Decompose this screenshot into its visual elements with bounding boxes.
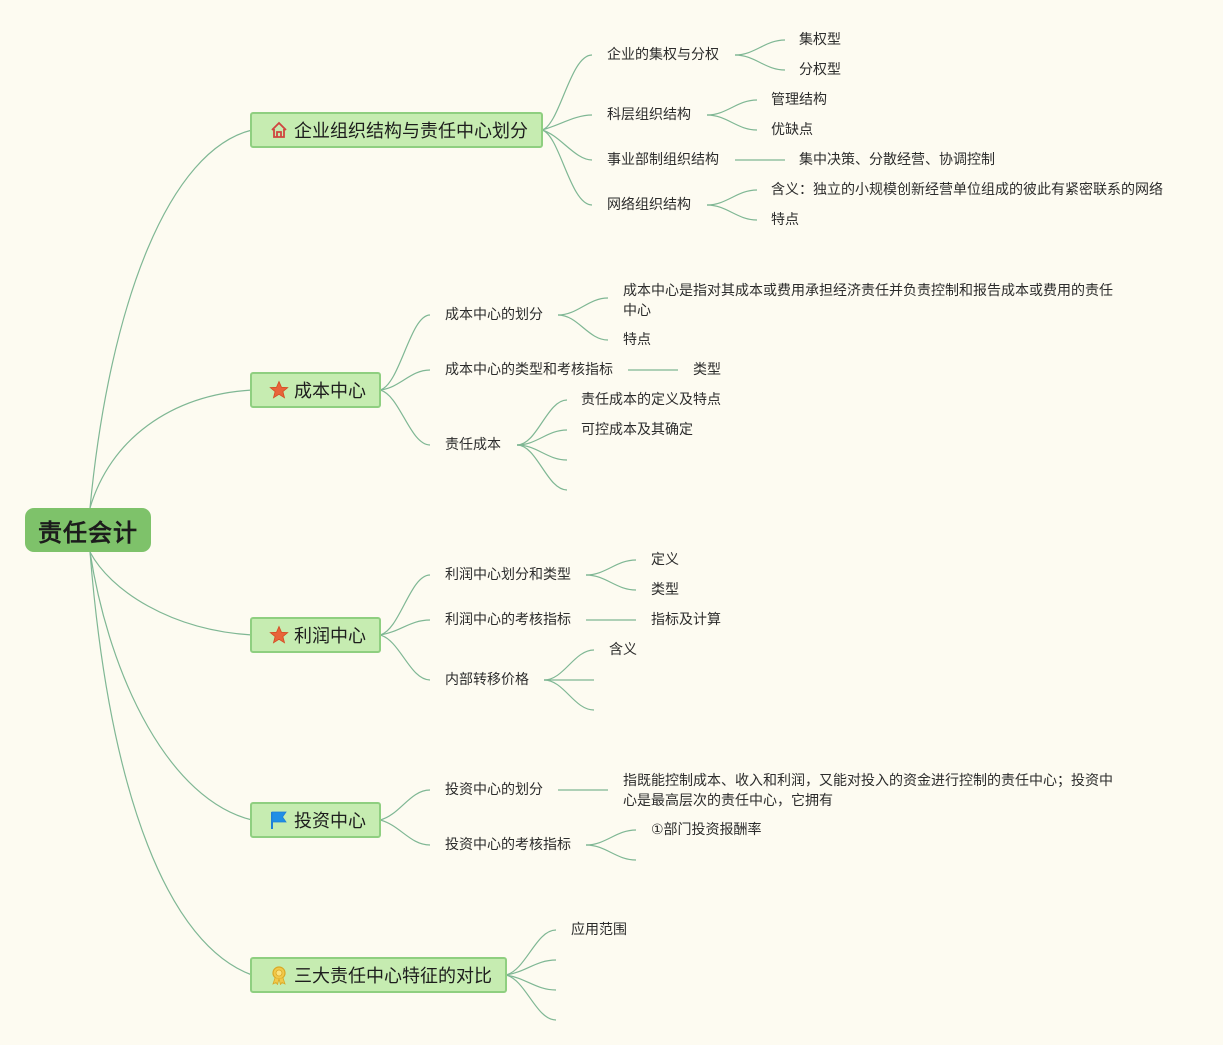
connector-root-branch-1 <box>89 129 253 509</box>
node-profit-definition[interactable]: 定义 <box>651 552 679 568</box>
node-cost-center-feature[interactable]: 特点 <box>623 332 651 348</box>
node-pros-cons[interactable]: 优缺点 <box>771 122 813 138</box>
node-application-scope[interactable]: 应用范围 <box>571 922 627 938</box>
node-management-structure[interactable]: 管理结构 <box>771 92 827 108</box>
branch-label: 企业组织结构与责任中心划分 <box>294 121 528 142</box>
branch-node-investment-center[interactable]: 投资中心 <box>250 802 381 838</box>
branch-label: 投资中心 <box>294 811 366 832</box>
branch-label: 三大责任中心特征的对比 <box>294 966 492 987</box>
connector-root-branch-4 <box>89 551 253 821</box>
node-network-feature[interactable]: 特点 <box>771 212 799 228</box>
branch-label: 利润中心 <box>294 626 366 647</box>
node-cost-center-type-index[interactable]: 成本中心的类型和考核指标 <box>445 362 613 378</box>
branch-node-org-structure[interactable]: 企业组织结构与责任中心划分 <box>250 112 543 148</box>
node-profit-center-index[interactable]: 利润中心的考核指标 <box>445 612 571 628</box>
node-decentralized-type[interactable]: 分权型 <box>799 62 841 78</box>
node-profit-center-division[interactable]: 利润中心划分和类型 <box>445 567 571 583</box>
star-icon <box>268 624 290 646</box>
node-cost-center-definition[interactable]: 成本中心是指对其成本或费用承担经济责任并负责控制和报告成本或费用的责任中心 <box>623 283 1113 319</box>
connector-root-branch-3 <box>89 551 253 636</box>
node-network-meaning[interactable]: 含义：独立的小规模创新经营单位组成的彼此有紧密联系的网络 <box>771 182 1163 198</box>
branch-node-comparison[interactable]: 三大责任中心特征的对比 <box>250 957 507 993</box>
node-investment-center-index[interactable]: 投资中心的考核指标 <box>445 837 571 853</box>
node-centralization[interactable]: 企业的集权与分权 <box>607 47 719 63</box>
branch-node-cost-center[interactable]: 成本中心 <box>250 372 381 408</box>
node-roi[interactable]: ①部门投资报酬率 <box>651 822 762 838</box>
node-centralized-type[interactable]: 集权型 <box>799 32 841 48</box>
node-controllable-cost[interactable]: 可控成本及其确定 <box>581 422 693 438</box>
node-transfer-price[interactable]: 内部转移价格 <box>445 672 529 688</box>
connector-root-branch-5 <box>89 551 253 976</box>
node-cost-center-division[interactable]: 成本中心的划分 <box>445 307 543 323</box>
house-icon <box>268 119 290 141</box>
node-profit-type[interactable]: 类型 <box>651 582 679 598</box>
node-division-feature[interactable]: 集中决策、分散经营、协调控制 <box>799 152 995 168</box>
node-cost-center-type[interactable]: 类型 <box>693 362 721 378</box>
node-division-structure[interactable]: 事业部制组织结构 <box>607 152 719 168</box>
star-icon <box>268 379 290 401</box>
node-network-structure[interactable]: 网络组织结构 <box>607 197 691 213</box>
connector-root-branch-2 <box>89 389 253 509</box>
node-transfer-price-meaning[interactable]: 含义 <box>609 642 637 658</box>
branch-label: 成本中心 <box>294 381 366 402</box>
flag-icon <box>268 809 290 831</box>
node-profit-index-calc[interactable]: 指标及计算 <box>651 612 721 628</box>
node-responsibility-cost-definition[interactable]: 责任成本的定义及特点 <box>581 392 721 408</box>
node-investment-center-definition[interactable]: 指既能控制成本、收入和利润，又能对投入的资金进行控制的责任中心；投资中心是最高层… <box>623 773 1113 809</box>
node-investment-center-division[interactable]: 投资中心的划分 <box>445 782 543 798</box>
root-node[interactable]: 责任会计 <box>25 508 151 552</box>
node-responsibility-cost[interactable]: 责任成本 <box>445 437 501 453</box>
branch-node-profit-center[interactable]: 利润中心 <box>250 617 381 653</box>
node-hierarchy-structure[interactable]: 科层组织结构 <box>607 107 691 123</box>
award-ribbon-icon <box>268 964 290 986</box>
